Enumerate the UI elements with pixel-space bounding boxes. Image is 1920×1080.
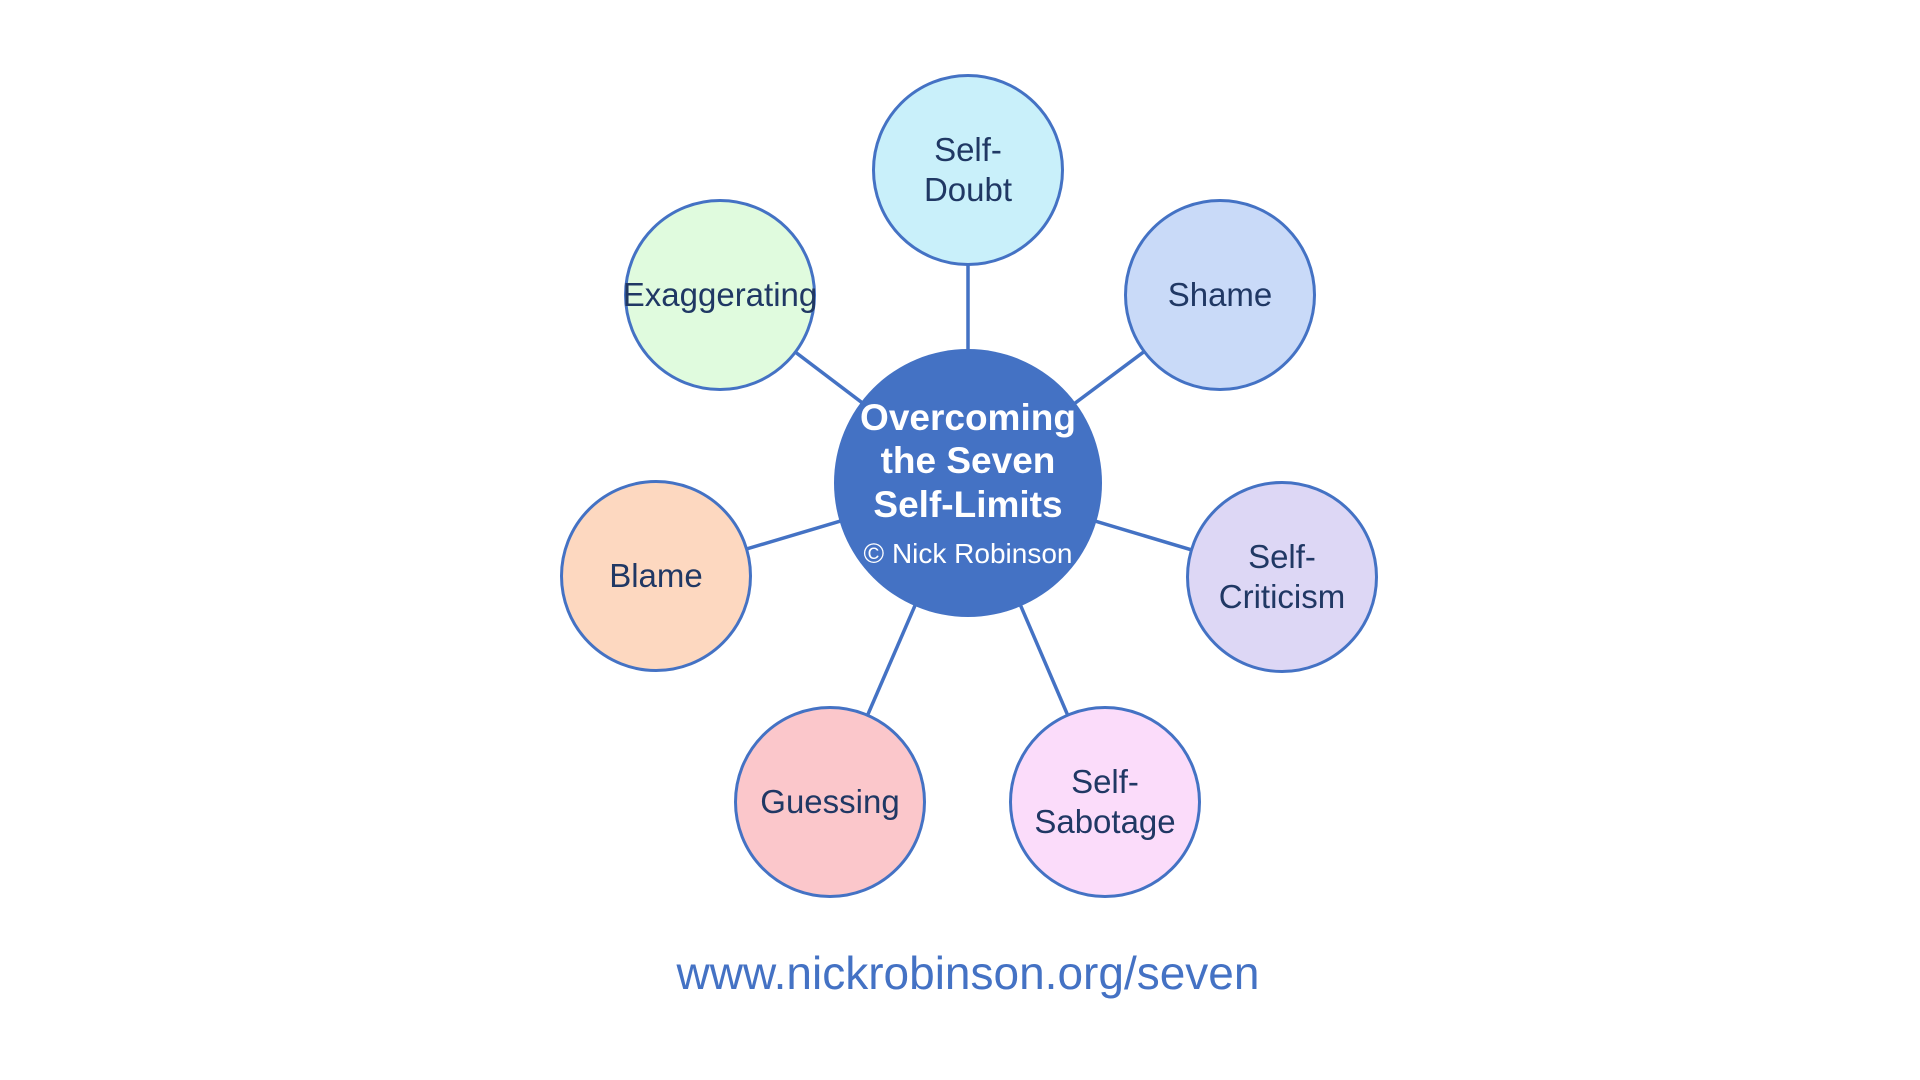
node-exaggerating: Exaggerating (622, 199, 818, 391)
node-self-sabotage: Self- Sabotage (1009, 706, 1201, 898)
node-self-criticism-label: Self- Criticism (1218, 537, 1346, 615)
node-self-doubt: Self- Doubt (872, 74, 1064, 266)
node-exaggerating-label: Exaggerating (622, 275, 818, 313)
node-blame: Blame (560, 480, 752, 672)
node-guessing: Guessing (734, 706, 926, 898)
node-shame: Shame (1124, 199, 1316, 391)
hub-credit: © Nick Robinson (863, 538, 1073, 570)
website-url: www.nickrobinson.org/seven (676, 947, 1260, 999)
node-blame-label: Blame (609, 556, 703, 594)
node-shame-label: Shame (1167, 275, 1273, 313)
node-guessing-label: Guessing (760, 782, 900, 820)
hub-title: Overcoming the Seven Self-Limits (860, 396, 1076, 525)
hub-circle: Overcoming the Seven Self-Limits © Nick … (834, 349, 1102, 617)
node-self-sabotage-label: Self- Sabotage (1034, 762, 1176, 840)
node-self-doubt-label: Self- Doubt (923, 130, 1013, 208)
node-self-criticism: Self- Criticism (1186, 481, 1378, 673)
